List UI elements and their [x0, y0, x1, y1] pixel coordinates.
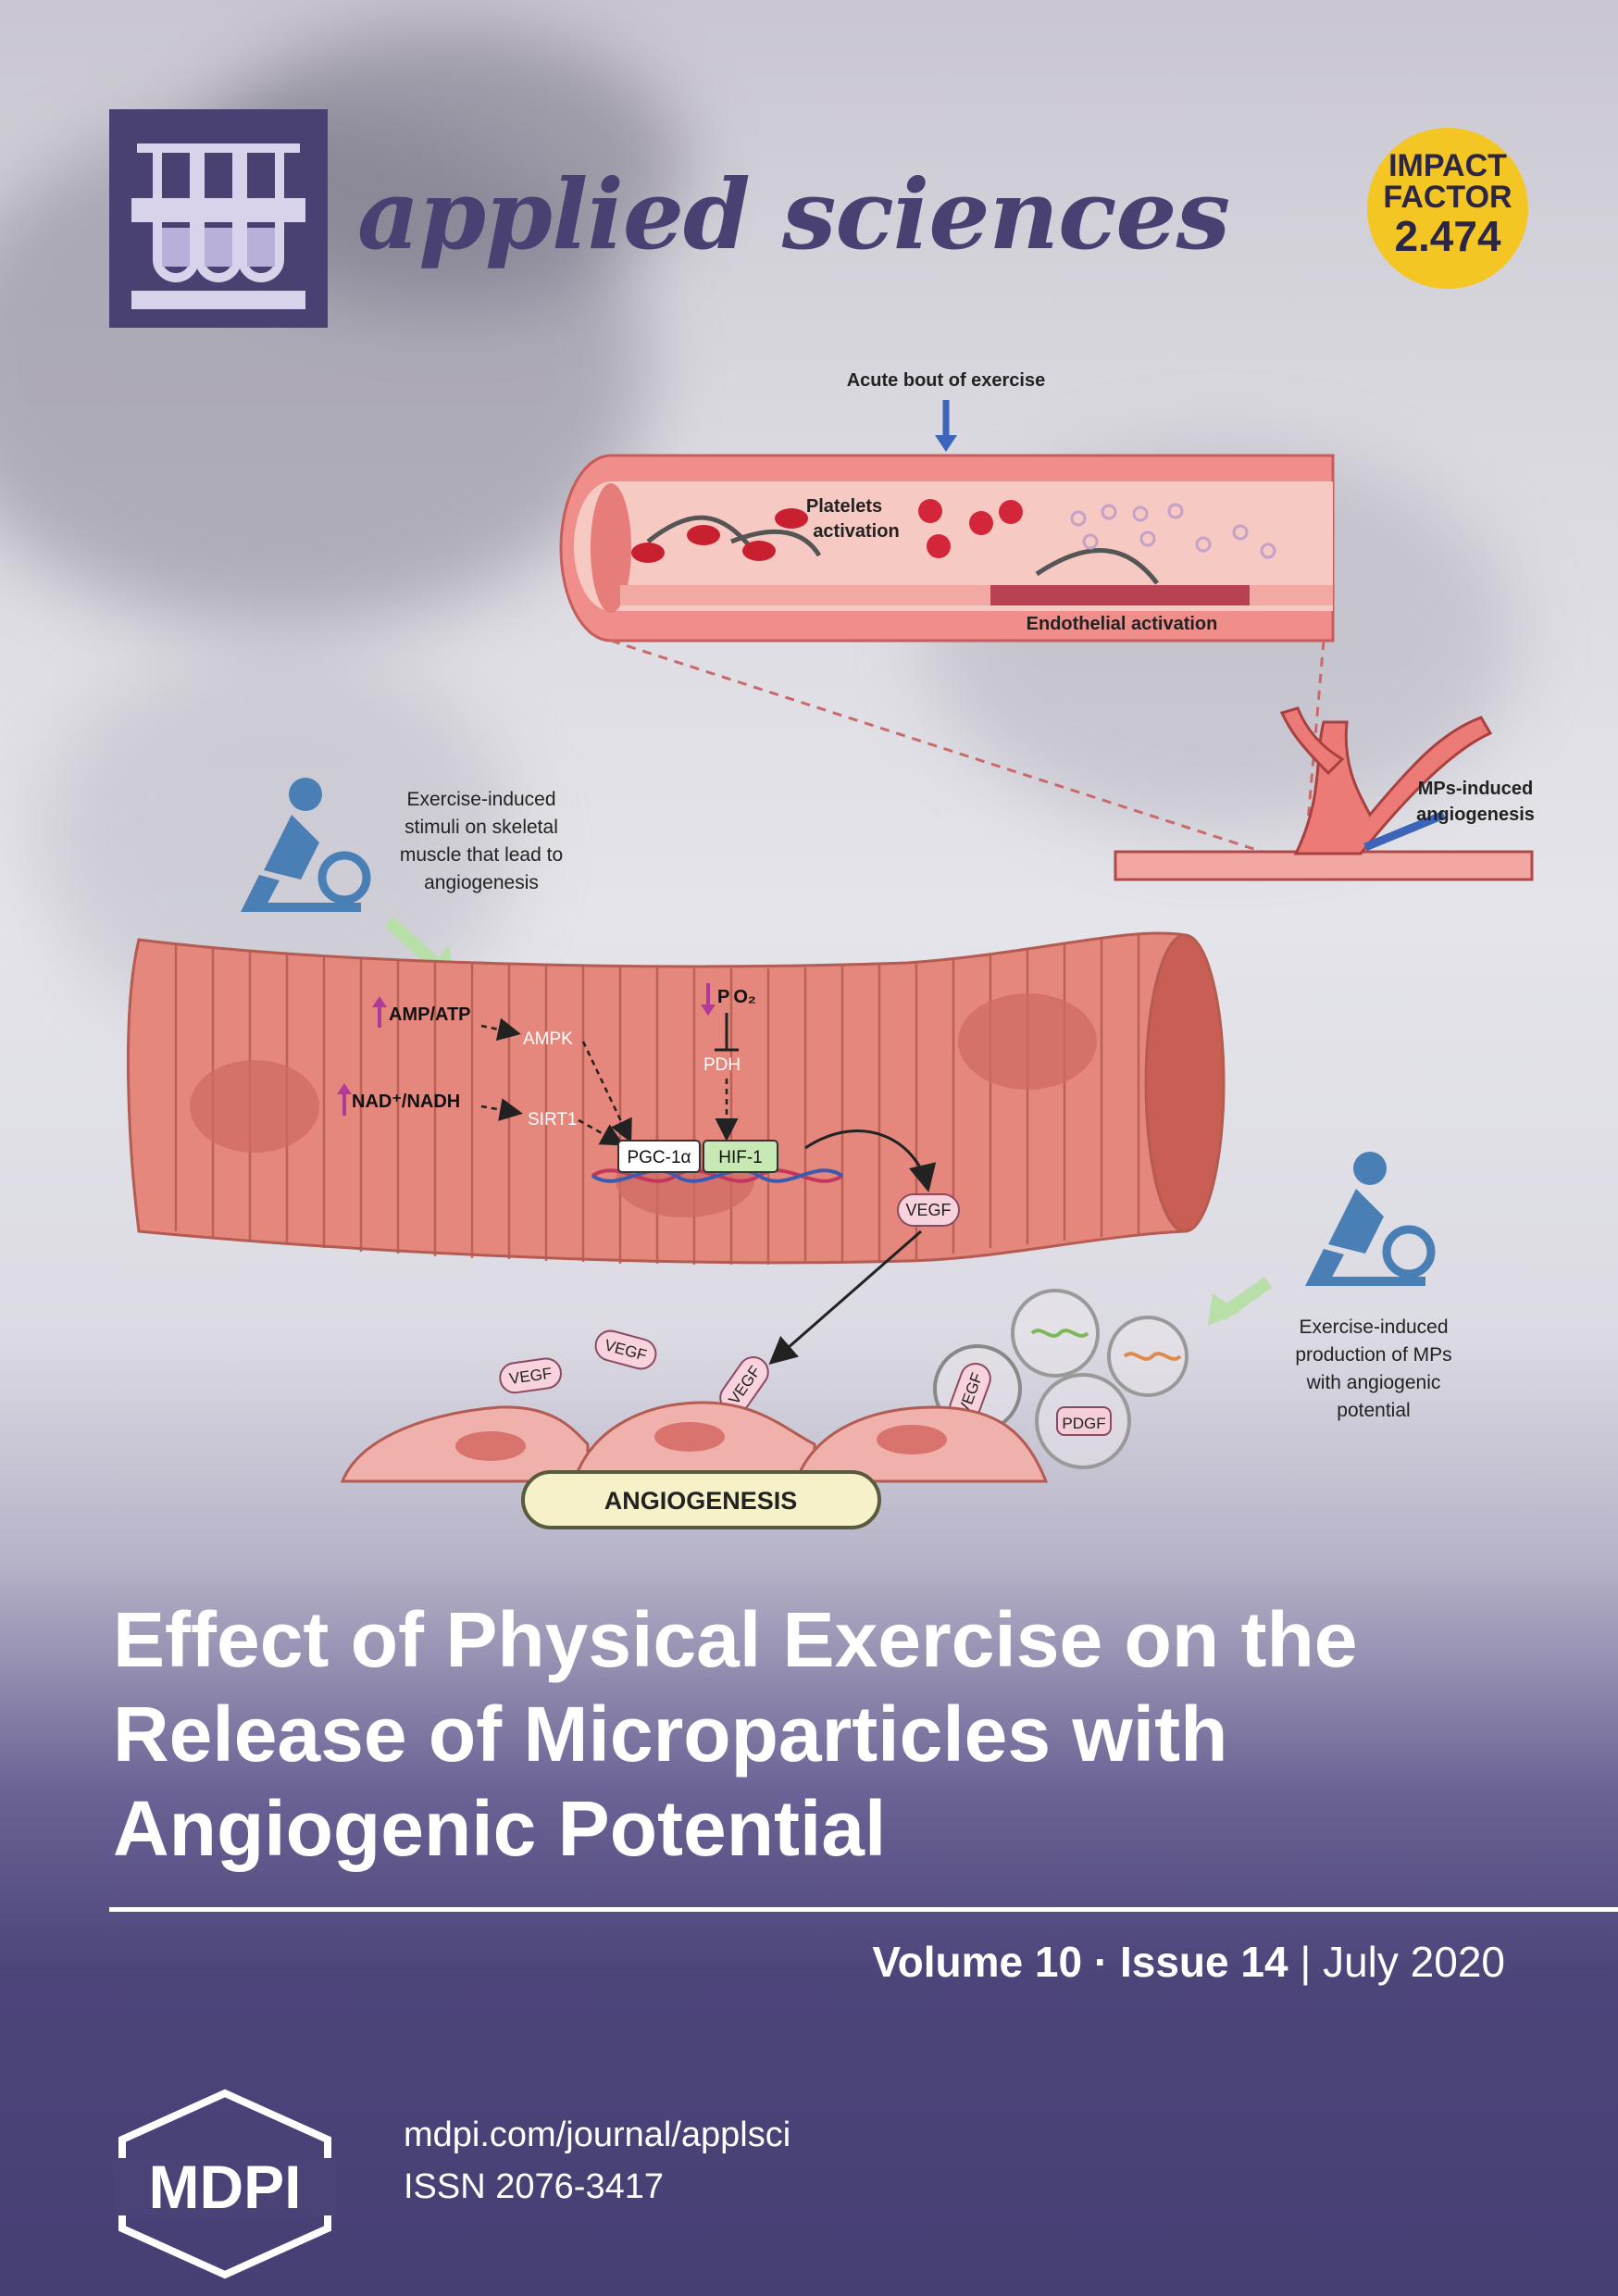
platelets-label-2: activation [813, 521, 899, 542]
stimuli-label: angiogenesis [424, 872, 539, 893]
angiogenesis-label: ANGIOGENESIS [604, 1487, 798, 1515]
diagonal-arrow-icon [1363, 810, 1446, 852]
exercise-bike-icon [241, 778, 371, 912]
zoom-line [610, 639, 1269, 855]
issue-info: Volume 10 · Issue 14 | July 2020 [872, 1937, 1505, 1987]
title-line: Angiogenic Potential [113, 1785, 887, 1872]
pdh-label: PDH [703, 1055, 741, 1075]
issn: ISSN 2076-3417 [404, 2167, 664, 2206]
vegf-pill [594, 1329, 657, 1370]
impact-label: IMPACT [1388, 148, 1507, 183]
journal-url[interactable]: mdpi.com/journal/applsci [404, 2115, 791, 2154]
title-line: Release of Microparticles with [113, 1691, 1228, 1778]
down-arrow-head-icon [701, 1004, 716, 1016]
title-line: Effect of Physical Exercise on the [113, 1596, 1358, 1683]
vegf-label: VEGF [905, 1201, 951, 1219]
issue-date: July 2020 [1323, 1938, 1505, 1986]
divider [109, 1907, 1618, 1912]
po2-label: P O₂ [717, 987, 756, 1007]
branching-vessel: MPs-induced angiogenesis [1114, 706, 1535, 881]
pdgf-label: PDGF [1062, 1415, 1105, 1432]
up-arrow-head-icon [372, 996, 387, 1007]
blood-vessel: Platelets activation Endothelial activat… [559, 454, 1335, 643]
bar-separator: | [1300, 1938, 1312, 1986]
up-arrow-head-icon [337, 1083, 352, 1094]
volume: Volume 10 [872, 1938, 1083, 1986]
nad-label: NAD⁺/NADH [352, 1092, 460, 1112]
pgc-box [617, 1140, 701, 1173]
production-label: potential [1337, 1400, 1410, 1421]
angiogenesis-box [521, 1470, 881, 1529]
sirt1-label: SIRT1 [528, 1110, 578, 1129]
mps-label-1: MPs-induced [1418, 779, 1533, 799]
acute-bout-label: Acute bout of exercise [847, 370, 1046, 391]
production-label: Exercise-induced [1299, 1316, 1448, 1338]
stimuli-label: Exercise-induced [406, 789, 555, 810]
ampk-label: AMPK [523, 1029, 573, 1049]
impact-factor-value: 2.474 [1394, 212, 1501, 260]
factor-label: FACTOR [1383, 180, 1512, 215]
journal-logo [109, 109, 328, 328]
separator: · [1093, 1938, 1109, 1986]
exercise-bike-icon [1305, 1152, 1436, 1286]
hif-box [703, 1140, 778, 1173]
article-title: Effect of Physical Exercise on the Relea… [113, 1592, 1557, 1876]
mdpi-logo: MDPI [109, 2088, 341, 2286]
platelets-label-1: Platelets [806, 496, 882, 517]
hif-label: HIF-1 [718, 1148, 763, 1167]
production-label: with angiogenic [1306, 1372, 1441, 1393]
endothelial-cells [340, 1401, 1049, 1483]
down-arrow-head-icon [935, 435, 957, 452]
green-arrow-head-icon [1208, 1293, 1240, 1326]
impact-factor-badge: IMPACT FACTOR 2.474 [1367, 128, 1528, 289]
vegf-pill [897, 1193, 960, 1227]
stimuli-label: stimuli on skeletal [404, 817, 558, 838]
pgc-label: PGC-1α [627, 1148, 691, 1167]
issue-number: Issue 14 [1119, 1938, 1288, 1986]
dna-strand [591, 1168, 844, 1183]
stimuli-label: muscle that lead to [400, 844, 563, 866]
vegf-pill [499, 1357, 562, 1394]
publisher-footer: mdpi.com/journal/applsci ISSN 2076-3417 [404, 2109, 790, 2213]
production-label: production of MPs [1295, 1344, 1451, 1366]
mdpi-logo-text: MDPI [149, 2152, 302, 2221]
endothelial-label: Endothelial activation [1027, 614, 1218, 634]
amp-atp-label: AMP/ATP [389, 1004, 471, 1025]
muscle-fiber [126, 931, 1226, 1265]
angiogenesis-illustration: Acute bout of exercise [126, 370, 1535, 1529]
mps-label-2: angiogenesis [1416, 805, 1535, 825]
journal-name: applied sciences [357, 157, 1230, 271]
